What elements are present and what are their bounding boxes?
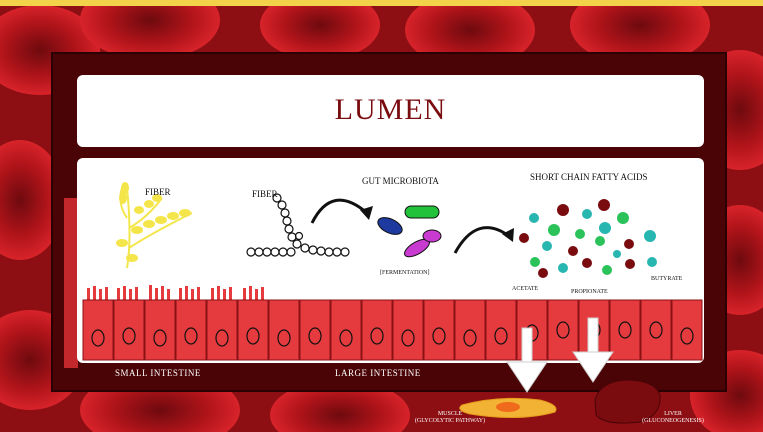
muscle-label: MUSCLE (GLYCOLYTIC PATHWAY): [410, 411, 490, 425]
liver-label: LIVER (GLUCONEOGENESIS): [633, 411, 713, 425]
muscle-detail: (GLYCOLYTIC PATHWAY): [410, 418, 490, 425]
liver-detail: (GLUCONEOGENESIS): [633, 418, 713, 425]
liver-title: LIVER: [633, 411, 713, 418]
small-intestine-label: SMALL INTESTINE: [115, 368, 201, 378]
muscle-title: MUSCLE: [410, 411, 490, 418]
large-intestine-label: LARGE INTESTINE: [335, 368, 421, 378]
down-arrow-icon: [507, 318, 613, 392]
